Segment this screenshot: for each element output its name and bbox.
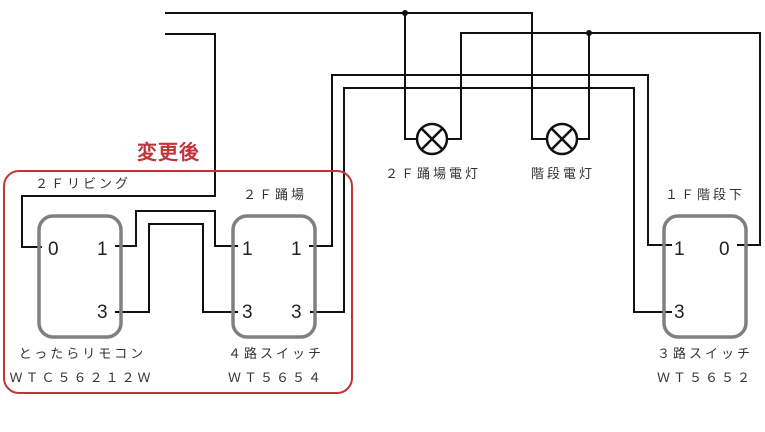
- lamp-stairs-label: 階段電灯: [530, 167, 595, 182]
- remote-location-label: ２Ｆリビング: [34, 177, 131, 192]
- switch-three-way-box: [662, 214, 748, 339]
- wire-lamp-return-branch: [577, 33, 590, 140]
- terminal-label: 0: [48, 239, 59, 260]
- lamp-stairs-icon: [545, 122, 579, 156]
- switch-remote-box: [37, 214, 123, 339]
- remote-model-label: ＷＴＣ５６２１２Ｗ: [9, 371, 154, 386]
- four-way-location-label: ２Ｆ踊場: [242, 188, 307, 203]
- junction-dot: [586, 30, 592, 36]
- wire-traveler-1: [309, 74, 672, 247]
- changed-group-border: [3, 170, 353, 394]
- four-way-type-label: ４路スイッチ: [227, 347, 324, 362]
- three-way-type-label: ３路スイッチ: [656, 347, 753, 362]
- terminal-label: 1: [97, 239, 108, 260]
- terminal-label: 1: [674, 239, 685, 260]
- terminal-label: 3: [242, 302, 253, 323]
- lamp-landing-label: ２Ｆ踊場電灯: [384, 167, 481, 182]
- terminal-label: 1: [242, 239, 253, 260]
- wire-power-a-branch: [404, 13, 417, 140]
- four-way-model-label: ＷＴ５６５４: [227, 371, 324, 386]
- junction-dot: [402, 10, 408, 16]
- wire-remote-3: [115, 223, 238, 313]
- switch-four-way-box: [231, 214, 317, 339]
- wire-remote-1: [115, 210, 238, 247]
- terminal-label: 3: [674, 302, 685, 323]
- wire-traveler-3: [310, 87, 672, 313]
- remote-type-label: とったらリモコン: [18, 347, 147, 362]
- terminal-label: 3: [291, 302, 302, 323]
- wire-power-b: [21, 33, 216, 248]
- three-way-location-label: １Ｆ階段下: [664, 188, 745, 203]
- terminal-label: 3: [97, 302, 108, 323]
- terminal-label: 0: [719, 239, 730, 260]
- lamp-landing-icon: [415, 122, 449, 156]
- group-title: 変更後: [137, 140, 200, 164]
- wire-lamp-return: [447, 32, 761, 246]
- three-way-model-label: ＷＴ５６５２: [656, 371, 753, 386]
- terminal-label: 1: [291, 239, 302, 260]
